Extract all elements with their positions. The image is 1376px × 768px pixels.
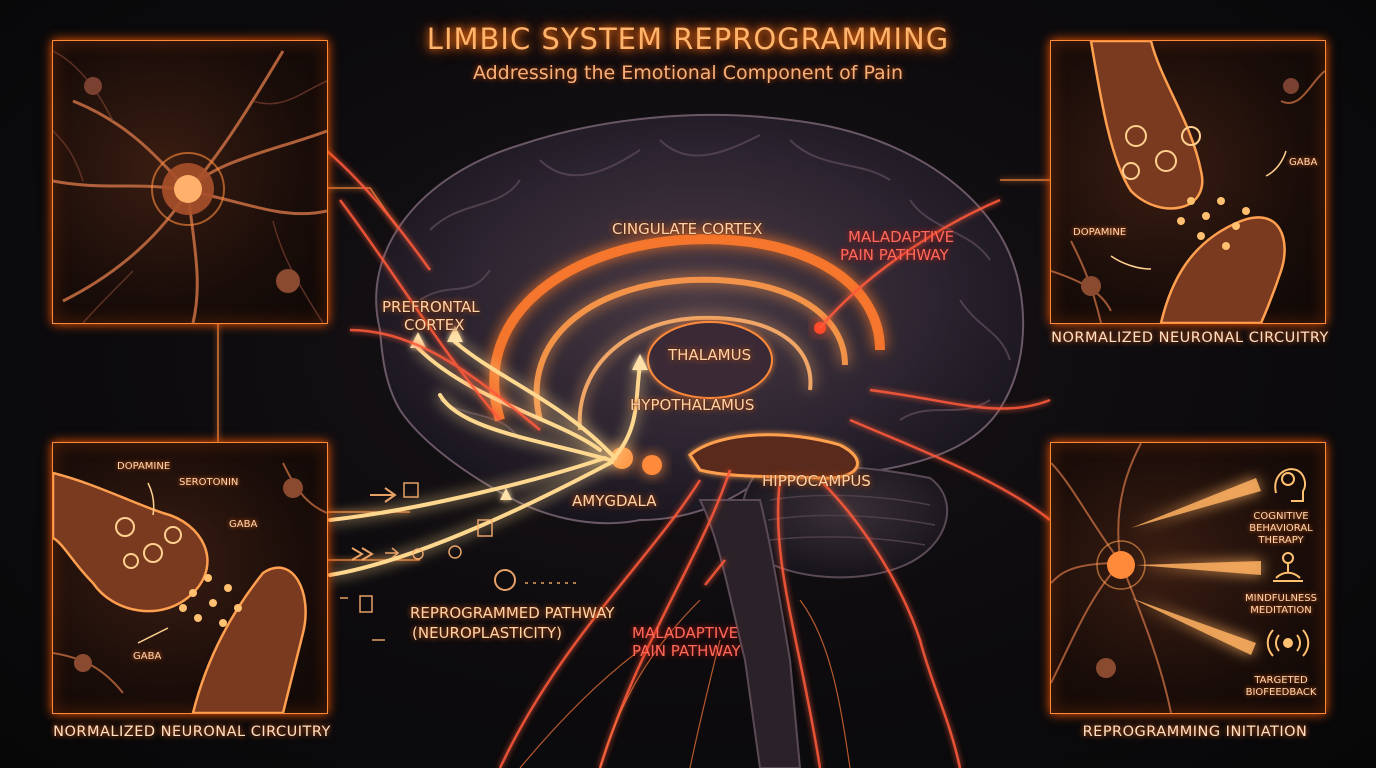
- hypothalamus-label: HYPOTHALAMUS: [630, 396, 755, 414]
- dopamine-label: DOPAMINE: [117, 461, 171, 472]
- page-title: LIMBIC SYSTEM REPROGRAMMING: [426, 22, 950, 56]
- biofeedback-label-line1: TARGETED: [1254, 675, 1308, 686]
- gaba-label: GABA: [1289, 157, 1318, 168]
- amygdala-label: AMYGDALA: [572, 492, 657, 510]
- panel-reprogramming-bottom-right: COGNITIVE BEHAVIORAL THERAPY MINDFULNESS…: [1050, 442, 1326, 714]
- maladaptive-top-label-line1: MALADAPTIVE: [848, 228, 955, 246]
- mindfulness-label-line2: MEDITATION: [1250, 605, 1312, 616]
- top-right-caption: NORMALIZED NEURONAL CIRCUITRY: [1051, 330, 1329, 346]
- maladaptive-bottom-label-line1: MALADAPTIVE: [632, 624, 739, 642]
- reprogrammed-pathway-label-line2: (NEUROPLASTICITY): [412, 624, 562, 642]
- synapse-illustration: [1051, 41, 1325, 323]
- cbt-label-line3: THERAPY: [1258, 535, 1304, 546]
- biofeedback-signal-icon: [1266, 629, 1310, 657]
- cbt-label-line2: BEHAVIORAL: [1249, 523, 1313, 534]
- biofeedback-label-line2: BIOFEEDBACK: [1245, 687, 1317, 698]
- gaba-label-lower: GABA: [133, 651, 162, 662]
- reprogramming-illustration: [1051, 443, 1310, 713]
- cbt-label-line1: COGNITIVE: [1253, 511, 1309, 522]
- thalamus-label: THALAMUS: [668, 346, 752, 364]
- maladaptive-top-label-line2: PAIN PATHWAY: [840, 246, 949, 264]
- prefrontal-label-line1: PREFRONTAL: [382, 298, 480, 316]
- serotonin-label: SEROTONIN: [179, 477, 239, 488]
- gaba-label-upper: GABA: [229, 519, 258, 530]
- panel-neuron-top-left: [52, 40, 328, 324]
- dopamine-label: DOPAMINE: [1073, 227, 1127, 238]
- hippocampus-label: HIPPOCAMPUS: [762, 472, 871, 490]
- neuron-illustration: [53, 50, 327, 323]
- mindfulness-label-line1: MINDFULNESS: [1245, 593, 1317, 604]
- bottom-left-caption: NORMALIZED NEURONAL CIRCUITRY: [53, 724, 331, 740]
- panel-synapse-top-right: GABA DOPAMINE: [1050, 40, 1326, 324]
- panel-synapse-bottom-left: DOPAMINE SEROTONIN GABA GABA: [52, 442, 328, 714]
- head-brain-icon: [1274, 468, 1307, 502]
- meditation-icon: [1273, 552, 1303, 582]
- cingulate-cortex-label: CINGULATE CORTEX: [612, 220, 763, 238]
- prefrontal-label-line2: CORTEX: [404, 316, 465, 334]
- bottom-right-caption: REPROGRAMMING INITIATION: [1082, 724, 1308, 740]
- synapse-illustration: [53, 462, 327, 713]
- maladaptive-bottom-label-line2: PAIN PATHWAY: [632, 642, 741, 660]
- reprogrammed-pathway-label-line1: REPROGRAMMED PATHWAY: [410, 604, 615, 622]
- page-subtitle: Addressing the Emotional Component of Pa…: [472, 62, 904, 84]
